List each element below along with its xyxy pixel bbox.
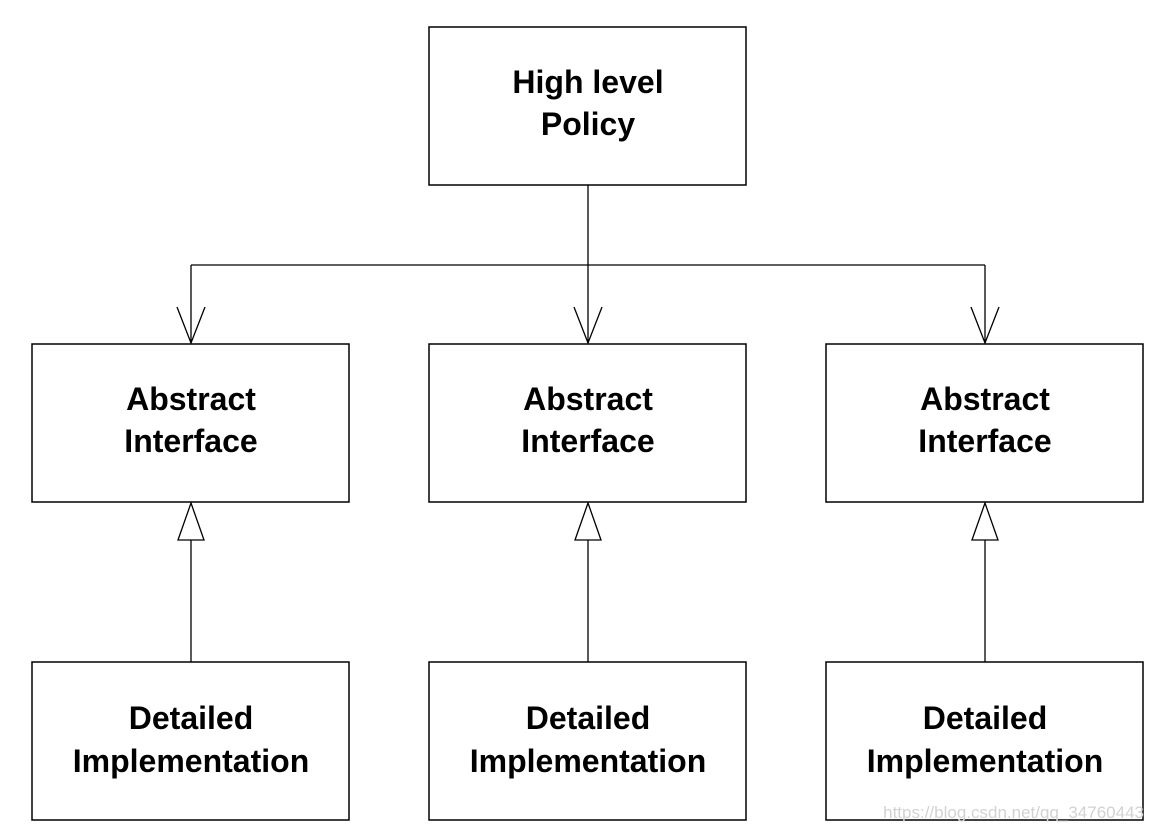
- implementation-box-3: [825, 661, 1144, 821]
- interface-node-1: Abstract Interface: [31, 343, 350, 503]
- implementation-label-line2: Implementation: [73, 743, 309, 779]
- interface-box-3: [825, 343, 1144, 503]
- interface-label-line1: Abstract: [523, 381, 653, 417]
- policy-box: [428, 26, 747, 186]
- interface-node-2: Abstract Interface: [428, 343, 747, 503]
- open-v-arrow-icon: [970, 306, 1000, 345]
- realization-connectors: [177, 501, 999, 662]
- implementation-label-line2: Implementation: [867, 743, 1103, 779]
- implementation-node-3: Detailed Implementation: [825, 661, 1144, 821]
- implementation-label-line1: Detailed: [129, 700, 253, 736]
- implementation-box-2: [428, 661, 747, 821]
- implementation-label-line2: Implementation: [470, 743, 706, 779]
- policy-label-line1: High level: [512, 64, 663, 100]
- interface-label-line1: Abstract: [126, 381, 256, 417]
- interface-box-1: [31, 343, 350, 503]
- interface-label-line2: Interface: [918, 423, 1051, 459]
- implementation-box-1: [31, 661, 350, 821]
- hollow-triangle-arrow-icon: [177, 501, 205, 541]
- hollow-triangle-arrow-icon: [574, 501, 602, 541]
- implementation-label-line1: Detailed: [923, 700, 1047, 736]
- policy-node: High level Policy: [428, 26, 747, 186]
- implementation-label-line1: Detailed: [526, 700, 650, 736]
- interface-label-line1: Abstract: [920, 381, 1050, 417]
- policy-label-line2: Policy: [541, 106, 635, 142]
- open-v-arrow-icon: [573, 306, 603, 345]
- interface-node-3: Abstract Interface: [825, 343, 1144, 503]
- interface-box-2: [428, 343, 747, 503]
- interface-label-line2: Interface: [124, 423, 257, 459]
- implementation-node-1: Detailed Implementation: [31, 661, 350, 821]
- interface-label-line2: Interface: [521, 423, 654, 459]
- hollow-triangle-arrow-icon: [971, 501, 999, 541]
- open-v-arrow-icon: [176, 306, 206, 345]
- dependency-connectors: [176, 185, 1000, 345]
- watermark-text: https://blog.csdn.net/qq_34760443: [883, 803, 1144, 822]
- implementation-node-2: Detailed Implementation: [428, 661, 747, 821]
